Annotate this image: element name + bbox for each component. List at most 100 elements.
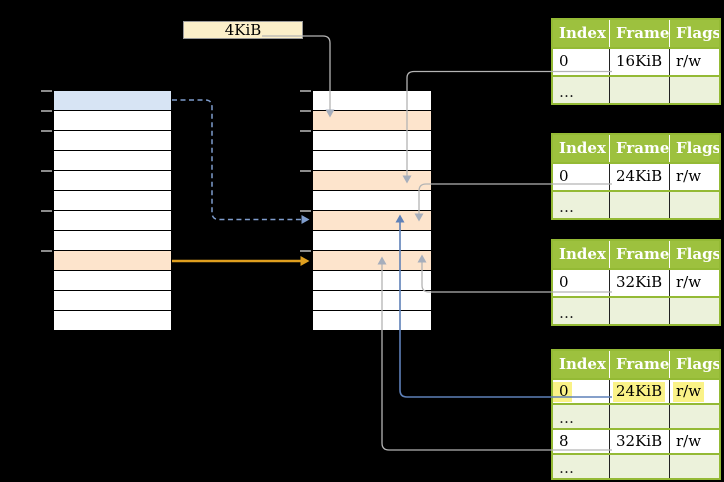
address-tick: [41, 90, 52, 92]
memory-row: [54, 251, 171, 271]
table-cell: [610, 192, 670, 218]
memory-row: [54, 291, 171, 311]
table-cell: …: [553, 298, 610, 324]
memory-row: [313, 91, 431, 111]
memory-row: [313, 291, 431, 311]
table-cell: …: [553, 192, 610, 218]
column-header: Index: [553, 351, 610, 378]
table-cell: [610, 77, 670, 103]
memory-row: [313, 251, 431, 271]
table-cell: …: [553, 455, 610, 478]
arrow-virtual-page-to-frame-dashed: [172, 99, 310, 224]
memory-row: [54, 271, 171, 291]
address-tick: [41, 170, 52, 172]
table-cell: r/w: [676, 52, 702, 70]
table-cell: r/w: [676, 167, 702, 185]
memory-row: [313, 311, 431, 331]
physical-memory-column: [300, 90, 432, 332]
table-cell: 0: [553, 270, 610, 296]
table-cell: …: [553, 405, 610, 428]
memory-row: [313, 191, 431, 211]
table-cell: 8: [553, 430, 610, 453]
memory-row: [313, 231, 431, 251]
column-header: Flags: [676, 355, 719, 373]
address-tick: [300, 170, 311, 172]
address-tick: [41, 130, 52, 132]
table-cell: [670, 405, 719, 428]
highlighted-value: 24KiB: [613, 382, 666, 402]
table-cell: [610, 455, 670, 478]
address-tick: [300, 130, 311, 132]
table-row: …: [553, 453, 719, 478]
memory-row: [54, 151, 171, 171]
memory-row: [54, 131, 171, 151]
memory-row: [54, 211, 171, 231]
memory-row: [54, 191, 171, 211]
column-header: Index: [553, 241, 610, 268]
table-cell: 24KiB: [610, 380, 670, 403]
table-cell: 32KiB: [610, 430, 670, 453]
memory-row: [313, 211, 431, 231]
memory-row: [54, 111, 171, 131]
table-row: …: [553, 75, 719, 103]
page-size-label: 4KiB: [183, 21, 303, 39]
memory-row: [54, 231, 171, 251]
table-cell: r/w: [676, 432, 702, 450]
table-cell: …: [553, 77, 610, 103]
column-header: Frame: [610, 241, 670, 268]
address-tick: [300, 250, 311, 252]
table-cell: 24KiB: [610, 164, 670, 190]
table-cell: [670, 192, 719, 218]
column-header: Flags: [676, 245, 719, 263]
table-cell: [610, 405, 670, 428]
highlighted-value: r/w: [673, 382, 705, 402]
column-header: Frame: [610, 135, 670, 162]
column-header: Index: [553, 135, 610, 162]
table-cell: 0: [553, 49, 610, 75]
column-header: Frame: [610, 20, 670, 47]
table-row: 0 24KiB r/w: [553, 378, 719, 403]
column-header: Flags: [676, 24, 719, 42]
column-header: Frame: [610, 351, 670, 378]
table-row: …: [553, 190, 719, 218]
virtual-memory-column: [41, 90, 172, 332]
table-cell: 32KiB: [610, 270, 670, 296]
address-tick: [300, 90, 311, 92]
column-header: Index: [553, 20, 610, 47]
memory-row: [313, 111, 431, 131]
address-tick: [300, 210, 311, 212]
memory-row: [54, 311, 171, 331]
memory-row: [313, 131, 431, 151]
memory-row: [313, 271, 431, 291]
address-tick: [41, 110, 52, 112]
highlighted-value: 0: [553, 382, 572, 402]
table-cell: [670, 77, 719, 103]
column-header: Flags: [676, 139, 719, 157]
table-cell: r/w: [676, 273, 702, 291]
memory-row: [313, 151, 431, 171]
table-cell: [670, 455, 719, 478]
table-cell: 0: [553, 164, 610, 190]
address-tick: [300, 110, 311, 112]
table-row: …: [553, 403, 719, 428]
table-cell: r/w: [670, 380, 719, 403]
table-cell: 0: [553, 380, 610, 403]
memory-row: [313, 171, 431, 191]
address-tick: [41, 210, 52, 212]
memory-row: [54, 91, 171, 111]
table-cell: [610, 298, 670, 324]
table-cell: [670, 298, 719, 324]
